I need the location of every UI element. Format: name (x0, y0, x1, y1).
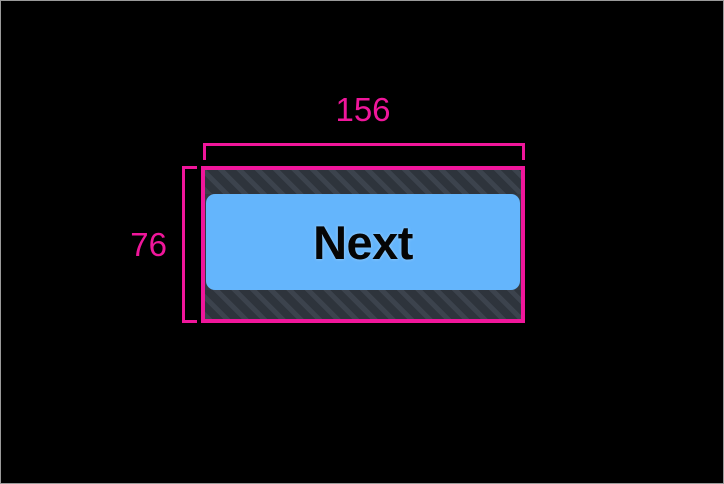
horizontal-dimension-bracket (203, 143, 525, 160)
next-button[interactable]: Next (206, 194, 520, 290)
top-spacing-hatch (205, 170, 521, 194)
height-dimension-label: 76 (130, 226, 167, 263)
bottom-spacing-hatch (205, 290, 521, 319)
width-dimension-label: 156 (335, 91, 391, 128)
measured-element-outline[interactable]: Next (201, 166, 525, 323)
measured-element-body: Next (205, 170, 521, 319)
vertical-dimension-bracket (182, 166, 197, 323)
next-button-label: Next (313, 215, 413, 269)
